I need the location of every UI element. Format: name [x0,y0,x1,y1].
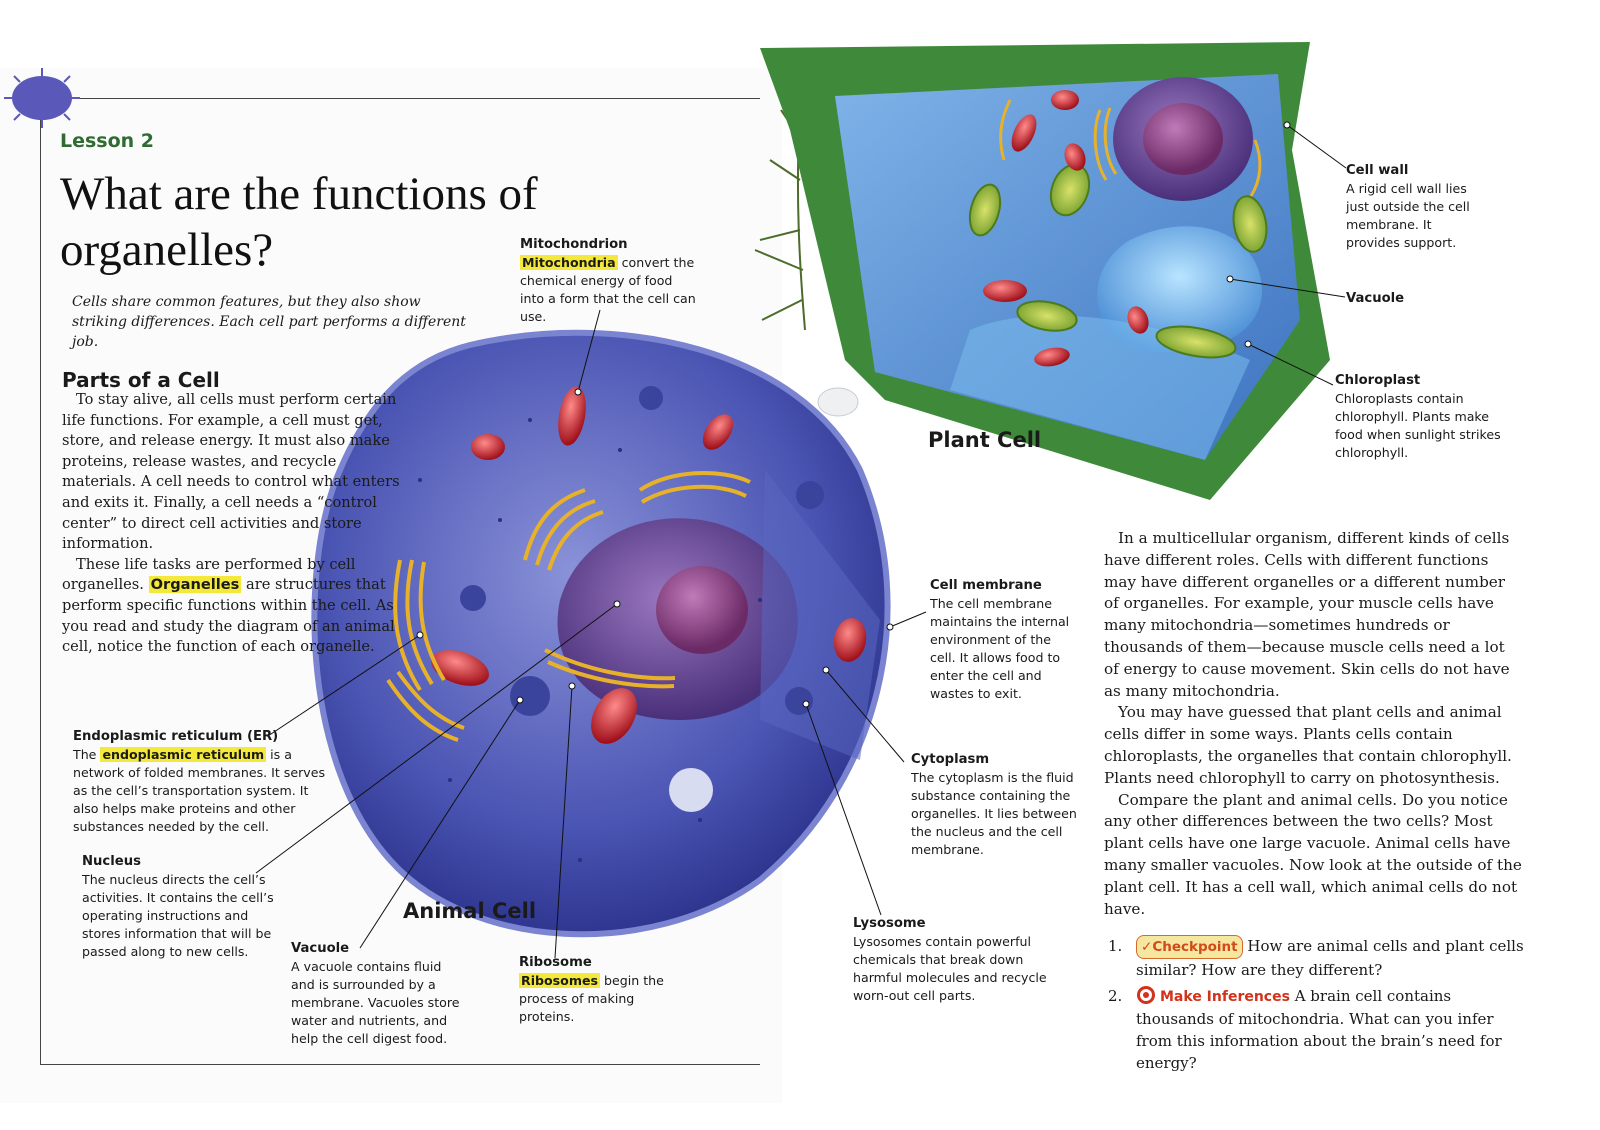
callout-er: Endoplasmic reticulum (ER) The endoplasm… [73,728,328,836]
callout-text: Chloroplasts contain chlorophyll. Plants… [1335,391,1501,460]
parts-paragraph-2: These life tasks are performed by cell o… [62,555,407,658]
callout-heading: Chloroplast [1335,372,1510,390]
callout-cell-wall: Cell wall A rigid cell wall lies just ou… [1346,162,1481,252]
page-title: What are the functions of organelles? [60,166,580,278]
target-icon [1136,985,1156,1005]
make-inferences-label: Make Inferences [1160,989,1290,1005]
lesson-intro: Cells share common features, but they al… [72,292,472,352]
checkmark-icon: ✓ [1141,939,1152,955]
callout-vacuole-plant: Vacuole [1346,290,1466,308]
callout-mitochondrion: Mitochondrion Mitochondria convert the c… [520,236,700,326]
question-body: Make Inferences A brain cell contains th… [1136,985,1528,1074]
callout-text: The nucleus directs the cell’s activitie… [82,872,274,959]
parts-paragraph-1: To stay alive, all cells must perform ce… [62,390,407,555]
callout-heading: Cell membrane [930,577,1080,595]
callout-cytoplasm: Cytoplasm The cytoplasm is the fluid sub… [911,751,1086,859]
callout-text: Lysosomes contain powerful chemicals tha… [853,934,1047,1003]
callout-ribosome: Ribosome Ribosomes begin the process of … [519,954,669,1026]
callout-text: The cytoplasm is the fluid substance con… [911,770,1077,857]
term-organelles: Organelles [149,576,242,593]
callout-text: The [73,747,100,762]
callout-nucleus: Nucleus The nucleus directs the cell’s a… [82,853,282,961]
section-heading: Parts of a Cell [62,368,220,392]
question-number: 1. [1108,935,1136,981]
right-paragraph-1: In a multicellular organism, different k… [1104,528,1524,702]
callout-text: A vacuole contains fluid and is surround… [291,959,460,1046]
plant-cell-diagram [760,42,1330,500]
callout-lysosome: Lysosome Lysosomes contain powerful chem… [853,915,1058,1005]
lesson-label: Lesson 2 [60,130,154,152]
callout-chloroplast: Chloroplast Chloroplasts contain chlorop… [1335,372,1510,462]
plant-cell-title: Plant Cell [928,428,1041,452]
checkpoint-badge: ✓Checkpoint [1136,935,1243,959]
callout-heading: Lysosome [853,915,1058,933]
term-endoplasmic-reticulum: endoplasmic reticulum [100,747,266,762]
callout-text: A rigid cell wall lies just outside the … [1346,181,1470,250]
review-questions: 1. ✓Checkpoint How are animal cells and … [1108,935,1528,1078]
callout-heading: Vacuole [291,940,463,958]
question-item: 1. ✓Checkpoint How are animal cells and … [1108,935,1528,981]
right-page-text: In a multicellular organism, different k… [1104,528,1524,920]
animal-cell-title: Animal Cell [403,899,536,923]
callout-cell-membrane: Cell membrane The cell membrane maintain… [930,577,1080,703]
seed-pod-icon [818,388,858,416]
microbe-decoration-icon [4,68,80,128]
question-body: ✓Checkpoint How are animal cells and pla… [1136,935,1528,981]
right-paragraph-2: You may have guessed that plant cells an… [1104,702,1524,789]
question-item: 2. Make Inferences A brain cell contains… [1108,985,1528,1074]
question-number: 2. [1108,985,1136,1074]
callout-heading: Mitochondrion [520,236,700,254]
callout-heading: Cell wall [1346,162,1481,180]
term-mitochondria: Mitochondria [520,255,618,270]
parts-of-cell-text: To stay alive, all cells must perform ce… [62,390,407,658]
callout-heading: Vacuole [1346,290,1466,308]
callout-vacuole-animal: Vacuole A vacuole contains fluid and is … [291,940,463,1048]
callout-text: The cell membrane maintains the internal… [930,596,1069,701]
callout-heading: Nucleus [82,853,282,871]
right-paragraph-3: Compare the plant and animal cells. Do y… [1104,790,1524,921]
checkpoint-label: Checkpoint [1152,939,1237,955]
term-ribosomes: Ribosomes [519,973,600,988]
callout-heading: Ribosome [519,954,669,972]
callout-heading: Endoplasmic reticulum (ER) [73,728,328,746]
callout-heading: Cytoplasm [911,751,1086,769]
